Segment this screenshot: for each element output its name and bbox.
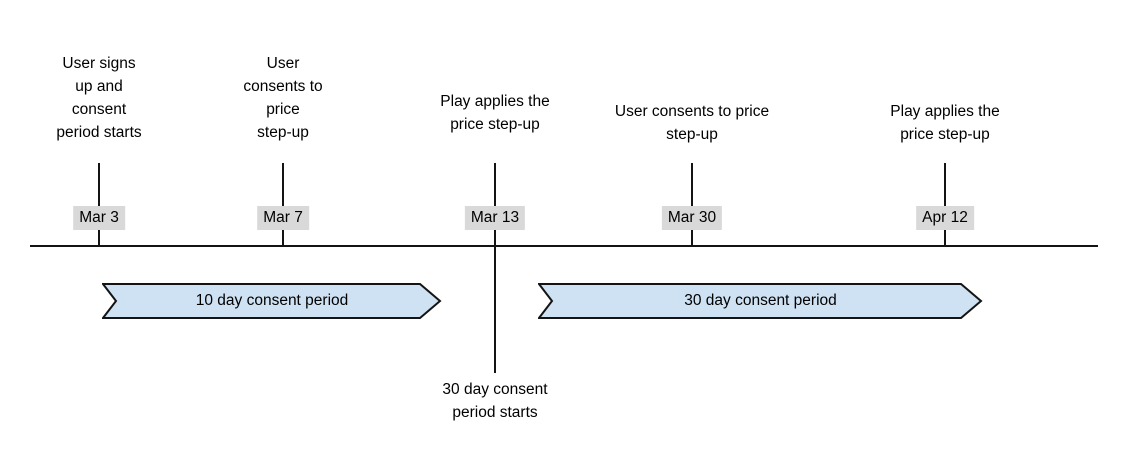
chevron-arrow-shape: [102, 283, 442, 319]
consent-period-banner: 30 day consent period: [538, 283, 983, 319]
consent-period-banner: 10 day consent period: [102, 283, 442, 319]
event-label: User consents to price step-up: [614, 103, 770, 143]
event-tick-extension: [494, 247, 496, 373]
event-date-chip: Mar 3: [73, 206, 125, 230]
event-tick-line: [944, 163, 946, 247]
event-below-label: 30 day consent period starts: [442, 381, 548, 421]
event-label: User signs up and consent period starts: [56, 55, 142, 141]
timeline-axis: [30, 245, 1098, 247]
event-label: User consents to price step-up: [243, 55, 323, 141]
event-tick-line: [282, 163, 284, 247]
event-tick-line: [494, 163, 496, 247]
event-date-chip: Mar 30: [661, 206, 723, 230]
event-tick-line: [691, 163, 693, 247]
consent-period-label: 30 day consent period: [684, 292, 837, 309]
event-date-chip: Mar 13: [464, 206, 526, 230]
event-date-chip: Mar 7: [257, 206, 309, 230]
event-date-chip: Apr 12: [916, 206, 974, 230]
event-label: Play applies the price step-up: [890, 103, 1000, 143]
consent-period-label: 10 day consent period: [195, 292, 349, 309]
event-label: Play applies the price step-up: [440, 93, 550, 133]
event-tick-line: [98, 163, 100, 247]
chevron-arrow-shape: [538, 283, 983, 319]
